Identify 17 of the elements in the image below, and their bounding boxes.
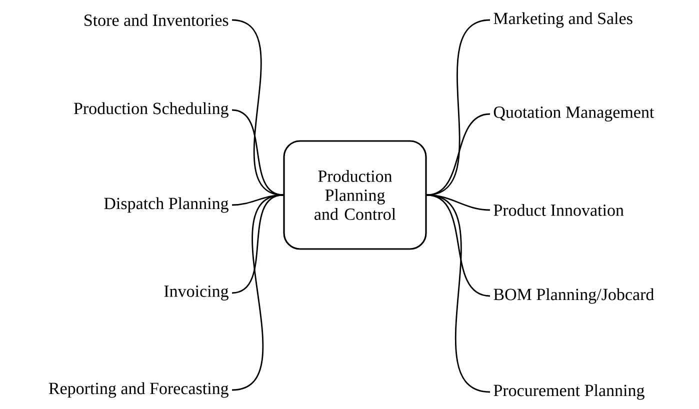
topic-label: Production Scheduling [74, 102, 228, 118]
process-box: Production Planning and Control [283, 140, 427, 250]
connector-curve [426, 194, 490, 393]
topic-label: Invoicing [164, 286, 228, 300]
topic-label: Procurement Planning [494, 384, 644, 400]
topic-label: Store and Inventories [84, 14, 228, 26]
topic-label: Reporting and Forecasting [48, 382, 228, 398]
topic-label: Product Innovation [494, 204, 624, 216]
connector-curve [426, 113, 490, 196]
connector-curve [232, 109, 284, 196]
topic-label: Quotation Management [494, 106, 654, 122]
connector-curve [232, 194, 284, 294]
topic-label: Dispatch Planning [104, 197, 228, 213]
topic-label: BOM Planning/Jobcard [494, 288, 654, 304]
connector-curve [426, 194, 490, 297]
topic-label: Marketing and Sales [494, 12, 632, 28]
connector-curve [232, 194, 284, 391]
